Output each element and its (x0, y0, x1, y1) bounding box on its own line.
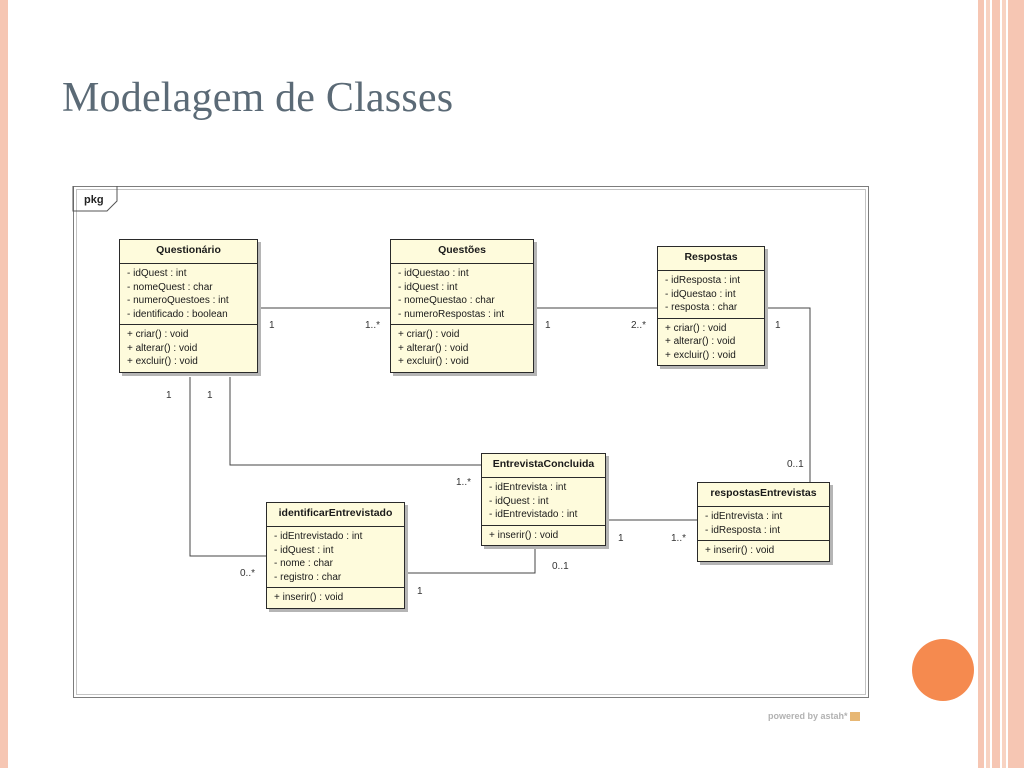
attribute: - idEntrevista : int (705, 511, 783, 522)
watermark-text: powered by astah* (768, 711, 848, 721)
operations-section: + inserir() : void (698, 541, 829, 561)
class-name: respostasEntrevistas (698, 483, 829, 507)
multiplicity-label: 1 (618, 533, 624, 544)
operation: + inserir() : void (274, 592, 344, 603)
class-name: Respostas (658, 247, 764, 271)
operation: + excluir() : void (127, 356, 198, 367)
attribute: - nome : char (274, 558, 333, 569)
operation: + inserir() : void (489, 529, 559, 541)
class-questoes[interactable]: Questões - idQuestao : int - idQuest : i… (390, 239, 534, 373)
multiplicity-label: 1 (269, 320, 275, 331)
frame-label: pkg (84, 194, 104, 206)
operation: + inserir() : void (705, 545, 775, 556)
class-respostas-entrevistas[interactable]: respostasEntrevistas - idEntrevista : in… (697, 482, 830, 562)
operation: + excluir() : void (398, 356, 469, 367)
class-questionario[interactable]: Questionário - idQuest : int - nomeQuest… (119, 239, 258, 373)
attribute: - idEntrevistado : int (274, 531, 363, 542)
attribute: - idResposta : int (665, 275, 741, 286)
decorative-orange-circle (912, 639, 974, 701)
attributes-section: - idQuest : int - nomeQuest : char - num… (120, 264, 257, 325)
attribute: - numeroRespostas : int (398, 308, 505, 320)
attributes-section: - idEntrevista : int - idQuest : int - i… (482, 478, 605, 526)
attribute: - nomeQuest : char (127, 281, 213, 293)
class-name: Questionário (120, 240, 257, 264)
attribute: - idQuest : int (127, 268, 187, 279)
class-entrevista-concluida[interactable]: EntrevistaConcluida - idEntrevista : int… (481, 453, 606, 546)
attributes-section: - idQuestao : int - idQuest : int - nome… (391, 264, 533, 325)
class-name: EntrevistaConcluida (482, 454, 605, 478)
operation: + alterar() : void (127, 342, 198, 354)
attribute: - idEntrevista : int (489, 482, 567, 493)
attributes-section: - idEntrevista : int - idResposta : int (698, 507, 829, 541)
multiplicity-label: 2..* (631, 320, 647, 331)
multiplicity-label: 1 (417, 586, 423, 597)
operation: + alterar() : void (398, 342, 469, 354)
attribute: - idEntrevistado : int (489, 509, 578, 520)
left-decorative-border (0, 0, 8, 768)
class-respostas[interactable]: Respostas - idResposta : int - idQuestao… (657, 246, 765, 366)
attribute: - resposta : char (665, 302, 738, 313)
astah-logo-icon (849, 712, 860, 722)
attribute: - idQuest : int (489, 495, 549, 507)
multiplicity-label: 1 (207, 390, 213, 401)
attributes-section: - idResposta : int - idQuestao : int - r… (658, 271, 764, 319)
multiplicity-label: 1 (775, 320, 781, 331)
multiplicity-label: 0..1 (787, 459, 804, 470)
attribute: - idQuest : int (274, 544, 334, 556)
operation: + criar() : void (665, 322, 727, 334)
multiplicity-label: 0..1 (552, 561, 569, 572)
operations-section: + inserir() : void (267, 588, 404, 608)
attribute: - numeroQuestoes : int (127, 295, 229, 306)
multiplicity-label: 1..* (671, 533, 687, 544)
attribute: - identificado : boolean (127, 308, 228, 320)
attribute: - idQuestao : int (665, 288, 736, 300)
attribute: - idResposta : int (705, 524, 781, 536)
attribute: - nomeQuestao : char (398, 295, 495, 306)
slide-title: Modelagem de Classes (62, 75, 454, 121)
operation: + criar() : void (398, 329, 460, 340)
multiplicity-label: 1 (545, 320, 551, 331)
multiplicity-label: 1 (166, 390, 172, 401)
attribute: - idQuestao : int (398, 268, 469, 279)
operations-section: + criar() : void + alterar() : void + ex… (658, 319, 764, 366)
operation: + alterar() : void (665, 336, 736, 347)
class-name: identificarEntrevistado (267, 503, 404, 527)
class-identificar-entrevistado[interactable]: identificarEntrevistado - idEntrevistado… (266, 502, 405, 609)
class-name: Questões (391, 240, 533, 264)
attribute: - registro : char (274, 571, 342, 583)
operations-section: + criar() : void + alterar() : void + ex… (120, 325, 257, 372)
multiplicity-label: 1..* (456, 477, 472, 488)
attribute: - idQuest : int (398, 281, 458, 293)
multiplicity-label: 1..* (365, 320, 381, 331)
attributes-section: - idEntrevistado : int - idQuest : int -… (267, 527, 404, 588)
operations-section: + criar() : void + alterar() : void + ex… (391, 325, 533, 372)
multiplicity-label: 0..* (240, 568, 256, 579)
operations-section: + inserir() : void (482, 526, 605, 546)
astah-watermark: powered by astah* (768, 711, 860, 722)
operation: + criar() : void (127, 329, 189, 340)
operation: + excluir() : void (665, 349, 736, 361)
